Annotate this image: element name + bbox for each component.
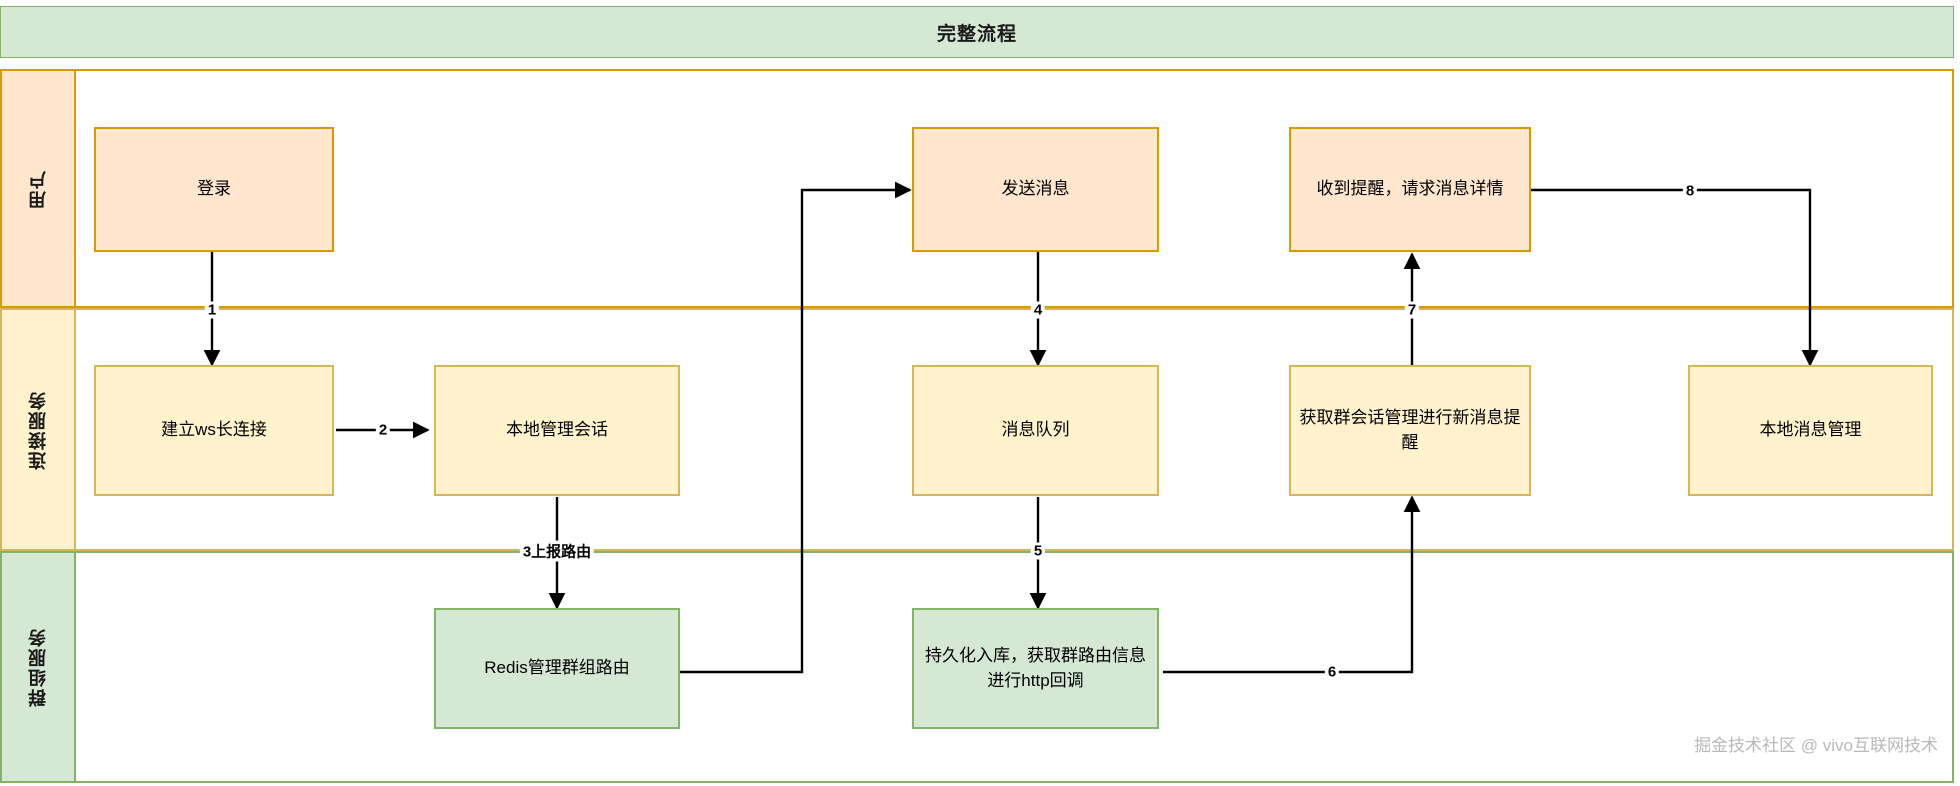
edge-label-3: 3上报路由 (519, 540, 595, 562)
node-login[interactable]: 登录 (94, 127, 334, 252)
node-persist-http[interactable]: 持久化入库，获取群路由信息进行http回调 (912, 608, 1159, 729)
swimlane-label-connection-service: 连接服务 (28, 389, 48, 470)
swimlane-user: 用户 (0, 69, 1954, 308)
edge-label-2: 2 (375, 421, 391, 439)
node-group-session[interactable]: 获取群会话管理进行新消息提醒 (1289, 365, 1531, 496)
swimlane-header-group-service: 群组服务 (2, 553, 74, 781)
swimlane-header-connection-service: 连接服务 (2, 310, 74, 549)
node-ws-connect[interactable]: 建立ws长连接 (94, 365, 334, 496)
node-receive-alert[interactable]: 收到提醒，请求消息详情 (1289, 127, 1531, 252)
node-send-message[interactable]: 发送消息 (912, 127, 1159, 252)
edge-label-7: 7 (1404, 301, 1420, 319)
edge-label-6: 6 (1324, 663, 1340, 681)
diagram-title-bar: 完整流程 (0, 6, 1954, 58)
edge-label-1: 1 (204, 301, 220, 319)
watermark-text: 掘金技术社区 @ vivo互联网技术 (1694, 736, 1938, 755)
edge-label-8: 8 (1682, 182, 1698, 200)
node-message-queue[interactable]: 消息队列 (912, 365, 1159, 496)
edge-label-4: 4 (1030, 301, 1046, 319)
edge-label-5: 5 (1030, 542, 1046, 560)
swimlane-label-user: 用户 (28, 168, 48, 209)
node-local-message[interactable]: 本地消息管理 (1688, 365, 1933, 496)
swimlane-label-group-service: 群组服务 (28, 627, 48, 707)
node-local-session[interactable]: 本地管理会话 (434, 365, 680, 496)
swimlane-header-user: 用户 (2, 71, 74, 306)
node-redis-route[interactable]: Redis管理群组路由 (434, 608, 680, 729)
page-title: 完整流程 (936, 23, 1017, 45)
